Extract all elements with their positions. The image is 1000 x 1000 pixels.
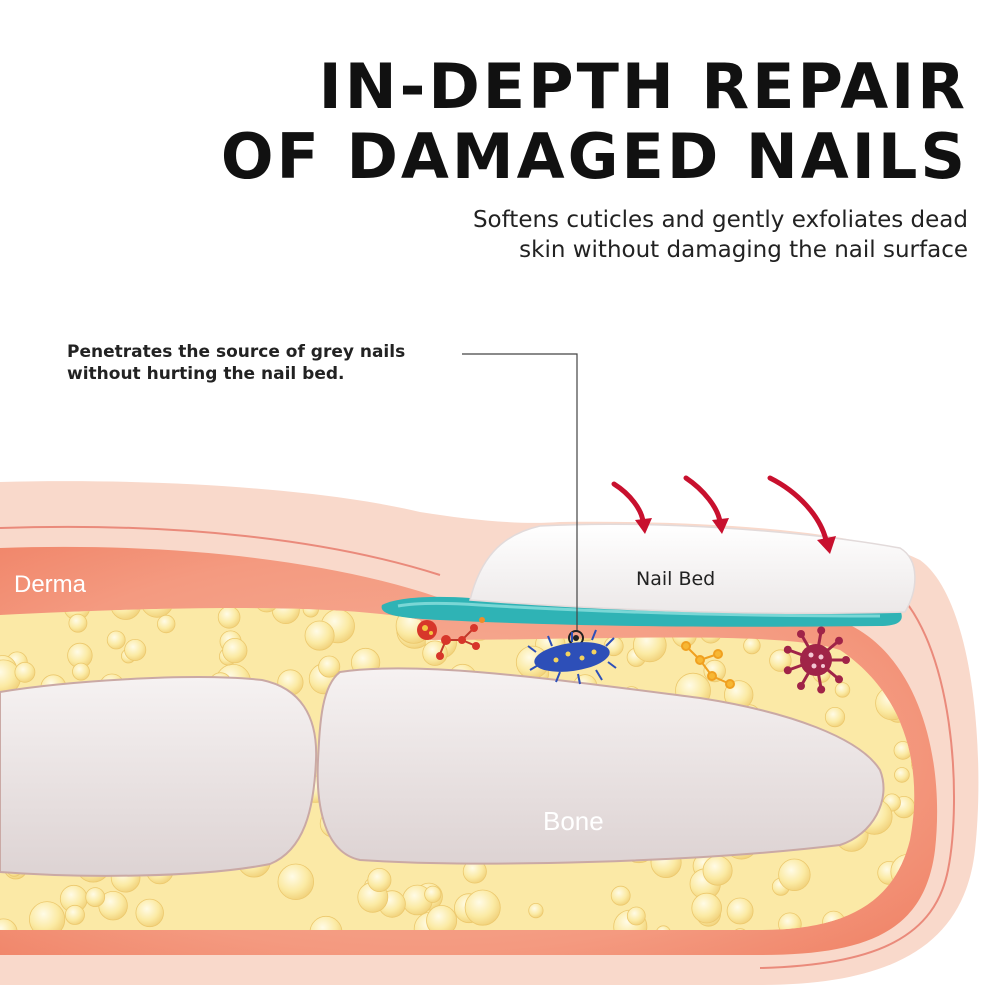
callout-text-line-2: without hurting the nail bed. (67, 364, 345, 384)
nail-plate (469, 523, 916, 614)
bone-label: Bone (543, 806, 604, 836)
red-microbe-icon (417, 617, 485, 660)
orange-microbe-icon (681, 641, 735, 689)
bacteria-icon (527, 629, 617, 685)
bone-right (316, 667, 885, 865)
subtitle-line-2: skin without damaging the nail surface (519, 237, 968, 263)
callout-text-line-1: Penetrates the source of grey nails (67, 342, 406, 362)
nail-bed-label: Nail Bed (636, 568, 715, 590)
headline-line-2: OF DAMAGED NAILS (220, 120, 968, 193)
penetration-arrows (611, 475, 829, 543)
callout-pointer-line (462, 353, 578, 632)
bone-left (0, 676, 318, 877)
virus-icon (783, 626, 850, 694)
headline-line-1: IN-DEPTH REPAIR (318, 50, 968, 123)
subtitle-line-1: Softens cuticles and gently exfoliates d… (472, 207, 968, 233)
derma-label: Derma (14, 571, 87, 598)
